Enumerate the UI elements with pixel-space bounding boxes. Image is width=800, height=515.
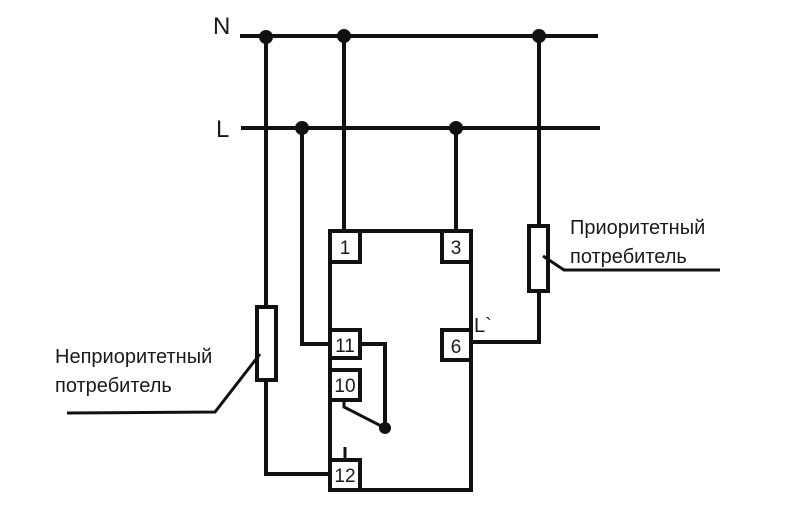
terminal-6-label: 6 [451, 337, 462, 358]
terminal-3-label: 3 [451, 238, 462, 259]
terminal-1-label: 1 [340, 238, 351, 259]
wire-terminal-6-to-priority-load [471, 291, 541, 344]
terminal-11-label: 11 [335, 336, 355, 357]
terminal-6: 6 [440, 328, 473, 362]
terminal-10-label: 10 [334, 376, 355, 397]
junction-dot [337, 29, 351, 43]
nonpriority-load-label-line1: Неприоритетный [55, 346, 212, 368]
terminal-12: 12 [328, 458, 362, 492]
junction-dot [259, 30, 273, 44]
junction-dot [532, 29, 546, 43]
nonpriority-load-leader [66, 353, 262, 415]
wire-l-to-terminal-11 [300, 128, 330, 346]
nonpriority-load-resistor [255, 305, 278, 382]
nonpriority-load-label-line2: потребитель [55, 375, 172, 397]
terminal-3: 3 [440, 229, 473, 264]
priority-load-leader [542, 254, 720, 272]
output-label: L` [474, 315, 492, 337]
neutral-bus-label: N [213, 13, 230, 40]
priority-load-label-line1: Приоритетный [570, 217, 705, 239]
terminal-12-label: 12 [334, 466, 355, 487]
phase-bus-label: L [216, 116, 229, 143]
terminal-11: 11 [328, 328, 362, 360]
junction-dot [295, 121, 309, 135]
priority-load-label-line2: потребитель [570, 246, 687, 268]
contact-common-wire [360, 342, 387, 428]
terminal-1: 1 [328, 229, 362, 264]
junction-dot [449, 121, 463, 135]
contact-pivot-dot [379, 422, 391, 434]
terminal-10: 10 [328, 368, 362, 402]
contact-switch-arm [342, 400, 386, 430]
